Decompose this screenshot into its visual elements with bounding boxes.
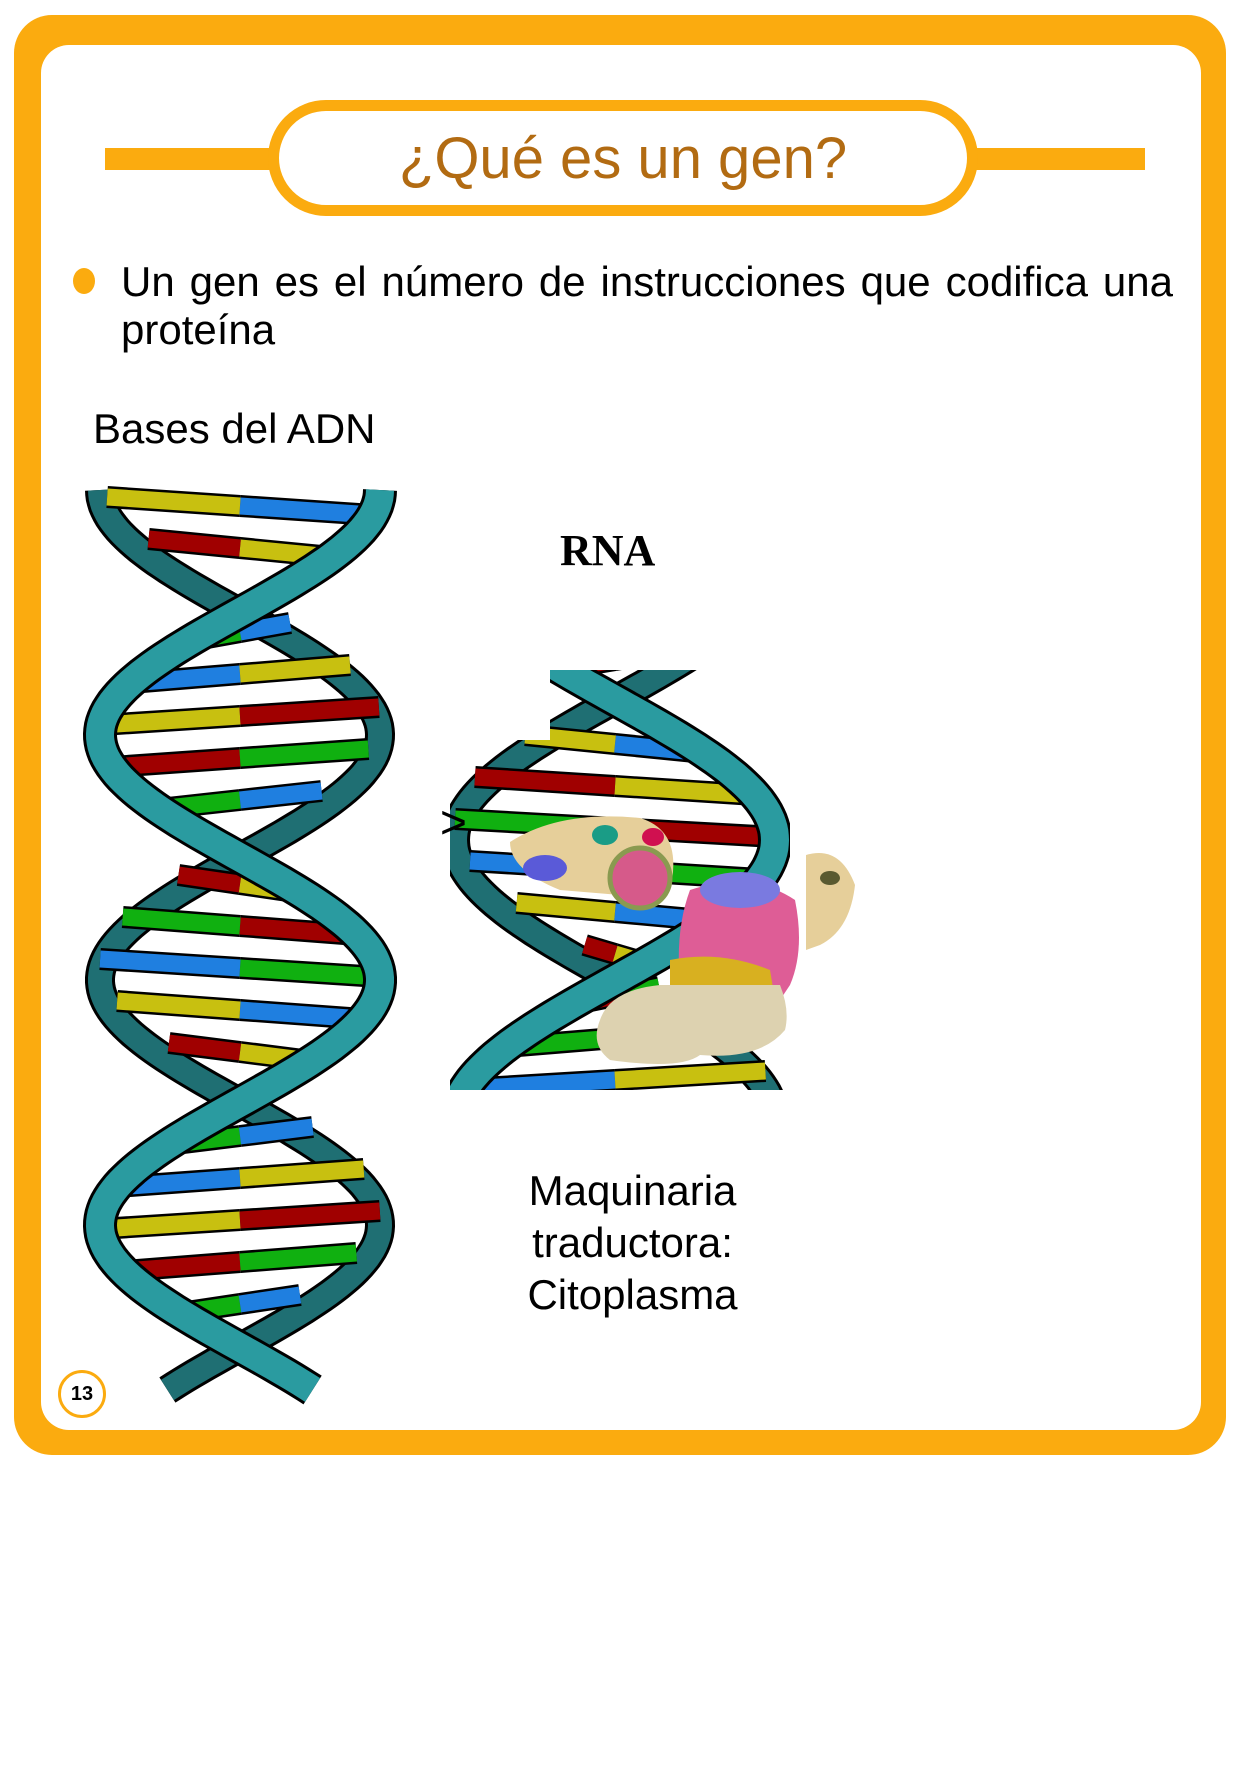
base-pair-outline	[615, 609, 732, 618]
organelle-icon	[642, 828, 664, 846]
bullet-icon	[73, 268, 95, 294]
base-pair-half	[474, 768, 616, 795]
nucleus-icon	[523, 855, 567, 881]
cell-cytoplasm-lower	[596, 985, 787, 1064]
machinery-line-3: Citoplasma	[527, 1271, 738, 1318]
base-pair-outline	[461, 576, 615, 585]
base-pair-half	[116, 992, 241, 1019]
organelle-icon	[592, 825, 618, 845]
base-pair-half	[167, 1034, 242, 1061]
machinery-label: Maquinaria traductora: Citoplasma	[505, 1165, 760, 1321]
base-pair-outline	[616, 670, 622, 671]
base-pair-half	[239, 1160, 365, 1187]
golgi-icon	[700, 872, 780, 908]
base-pair-outline	[615, 567, 769, 576]
cell-cytoplasm-right	[806, 853, 855, 950]
mask	[440, 660, 550, 740]
base-pair-half	[464, 1071, 616, 1090]
base-pair-half	[498, 618, 615, 627]
base-pair-half	[239, 959, 381, 986]
dna-strand-front	[450, 670, 790, 1090]
base-pair-half	[615, 609, 732, 618]
base-pair-half	[239, 740, 369, 767]
page-title: ¿Qué es un gen?	[398, 125, 848, 191]
machinery-line-2: traductora:	[532, 1219, 733, 1266]
base-pair-half	[239, 497, 374, 524]
base-pair-half	[615, 651, 670, 660]
base-pair-half	[147, 530, 241, 557]
base-pair-half	[239, 782, 323, 809]
organelle-icon	[820, 871, 840, 885]
base-pair-half	[100, 707, 241, 734]
base-pair-half	[239, 1202, 381, 1229]
dna-strand-back	[88, 489, 393, 1401]
base-pair-half	[106, 488, 241, 515]
base-pair-half	[461, 576, 615, 585]
title-pill: ¿Qué es un gen?	[268, 100, 978, 216]
bullet-text: Un gen es el número de instrucciones que…	[121, 258, 1173, 353]
dna-bases-label: Bases del ADN	[93, 405, 376, 452]
base-pair-half	[239, 656, 351, 683]
base-pair-half	[99, 950, 241, 977]
rna-label: RNA	[560, 526, 656, 575]
base-pair-half	[614, 1062, 766, 1089]
page-number: 13	[58, 1370, 106, 1418]
base-pair-half	[99, 1211, 241, 1238]
base-pair-outline	[560, 670, 617, 680]
base-pair-half	[560, 670, 607, 678]
base-pair-half	[238, 614, 292, 641]
base-pair-half	[177, 866, 242, 893]
base-pair-half	[238, 1118, 314, 1145]
base-pair-half	[239, 698, 380, 725]
arrow-icon: >	[440, 796, 467, 848]
mitochondrion-icon	[607, 845, 673, 911]
base-pair-half	[515, 894, 616, 921]
base-pair-outline	[498, 618, 615, 627]
base-pair-half	[582, 936, 618, 963]
machinery-line-1: Maquinaria	[528, 1167, 737, 1214]
base-pair-half	[239, 1244, 357, 1271]
base-pair-half	[122, 908, 241, 935]
dna-strand-front	[85, 489, 394, 1402]
base-pair-half	[615, 567, 769, 576]
base-pair-half	[238, 1286, 302, 1313]
base-pair-half	[111, 749, 241, 776]
